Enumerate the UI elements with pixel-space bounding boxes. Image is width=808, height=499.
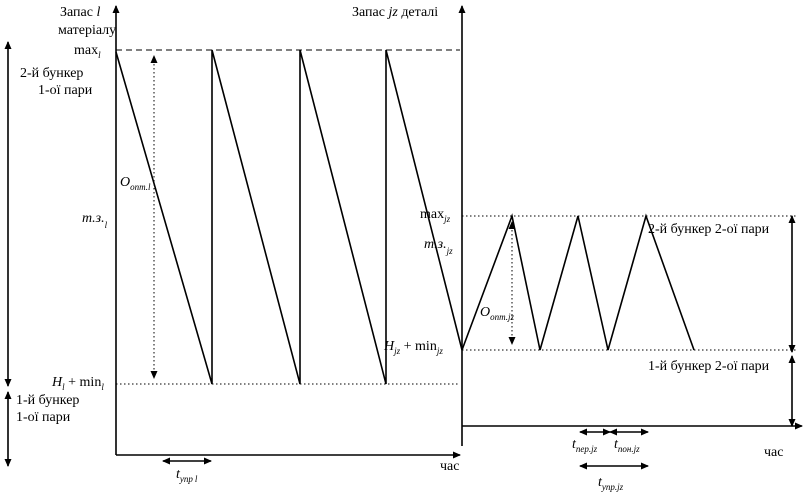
right-max-label: maxjz — [420, 207, 451, 224]
left-opt-label: Оопт.l — [120, 175, 151, 192]
right-triangle-line — [461, 213, 695, 351]
left-max-label: maxl — [74, 43, 101, 60]
right-t-pon-label: tпон.jz — [614, 437, 640, 454]
left-ms-label: m.з.l — [82, 211, 108, 230]
right-t-upr-label: tупр.jz — [598, 475, 624, 492]
right-ms-label: m.з.jz — [424, 237, 453, 256]
right-t-per-label: tпер.jz — [572, 437, 598, 454]
right-axis-y-label: Запас jz деталі — [352, 5, 438, 20]
right-opt-label: Оопт.jz — [480, 305, 514, 322]
left-axis-y-label: Запас l — [60, 5, 100, 20]
left-bunker1-label-2: 1-ої пари — [16, 410, 71, 425]
right-bunker1-label: 1-й бункер 2-ої пари — [648, 359, 770, 374]
right-axis-x-label: час — [764, 445, 783, 460]
left-bunker2-label-2: 1-ої пари — [38, 83, 93, 98]
right-hmin-label: Hjz + minjz — [383, 339, 443, 356]
left-axis-y-label-2: матеріалу — [58, 23, 116, 38]
right-bunker2-label: 2-й бункер 2-ої пари — [648, 222, 770, 237]
left-axis-x-label: час — [440, 459, 459, 474]
left-bunker1-label-1: 1-й бункер — [16, 393, 79, 408]
left-bunker2-label-1: 2-й бункер — [20, 66, 83, 81]
left-sawtooth-line — [115, 49, 463, 385]
left-hmin-label: Hl + minl — [51, 375, 104, 392]
